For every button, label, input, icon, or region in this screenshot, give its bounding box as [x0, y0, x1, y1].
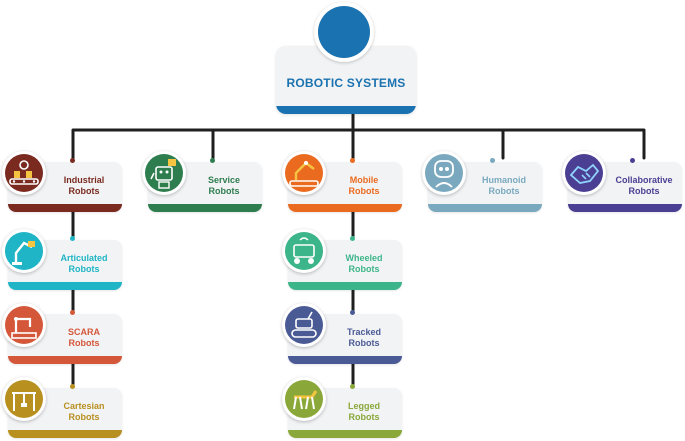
- node-accent-bar: [8, 430, 122, 438]
- node-label-scara: SCARA Robots: [67, 327, 100, 348]
- node-label-articulated: Articulated Robots: [60, 253, 108, 274]
- service-robot-icon: [142, 151, 186, 195]
- node-label-tracked: Tracked Robots: [346, 327, 382, 348]
- node-accent-bar: [8, 356, 122, 364]
- node-accent-bar: [8, 282, 122, 290]
- connector-dot: [70, 384, 75, 389]
- robot-hand-gears-icon: [314, 2, 374, 62]
- node-accent-bar: [428, 204, 542, 212]
- gantry-icon: [2, 377, 46, 421]
- connector-dot: [630, 158, 635, 163]
- robot-arm-conveyor-icon: [282, 151, 326, 195]
- wheeled-robot-icon: [282, 229, 326, 273]
- connector-dot: [350, 310, 355, 315]
- node-accent-bar: [288, 430, 402, 438]
- node-accent-bar: [288, 204, 402, 212]
- assembly-line-icon: [2, 151, 46, 195]
- node-accent-bar: [148, 204, 262, 212]
- connector-dot: [70, 236, 75, 241]
- node-accent-bar: [288, 356, 402, 364]
- root-accent-bar: [276, 106, 416, 114]
- handshake-icon: [562, 151, 606, 195]
- node-label-wheeled: Wheeled Robots: [345, 253, 383, 274]
- connector-dot: [350, 384, 355, 389]
- node-label-humanoid: Humanoid Robots: [482, 175, 526, 196]
- connector-dot: [350, 158, 355, 163]
- connector-dot: [70, 310, 75, 315]
- root-title: ROBOTIC SYSTEMS: [286, 76, 406, 90]
- scara-arm-icon: [2, 303, 46, 347]
- node-accent-bar: [288, 282, 402, 290]
- humanoid-head-icon: [422, 151, 466, 195]
- node-label-industrial: Industrial Robots: [63, 175, 105, 196]
- node-accent-bar: [568, 204, 682, 212]
- node-label-legged: Legged Robots: [347, 401, 380, 422]
- tracked-rover-icon: [282, 303, 326, 347]
- node-label-mobile: Mobile Robots: [348, 175, 380, 196]
- node-card-service: Service Robots: [148, 162, 262, 212]
- node-label-service: Service Robots: [207, 175, 241, 196]
- articulated-arm-icon: [2, 229, 46, 273]
- connector-dot: [210, 158, 215, 163]
- node-label-cartesian: Cartesian Robots: [63, 401, 105, 422]
- node-accent-bar: [8, 204, 122, 212]
- tree-connectors: [71, 112, 646, 386]
- connector-dot: [490, 158, 495, 163]
- node-label-collaborative: Collaborative Robots: [615, 175, 673, 196]
- connector-dot: [70, 158, 75, 163]
- node-card-legged: Legged Robots: [288, 388, 402, 438]
- robot-dog-icon: [282, 377, 326, 421]
- connector-dot: [350, 236, 355, 241]
